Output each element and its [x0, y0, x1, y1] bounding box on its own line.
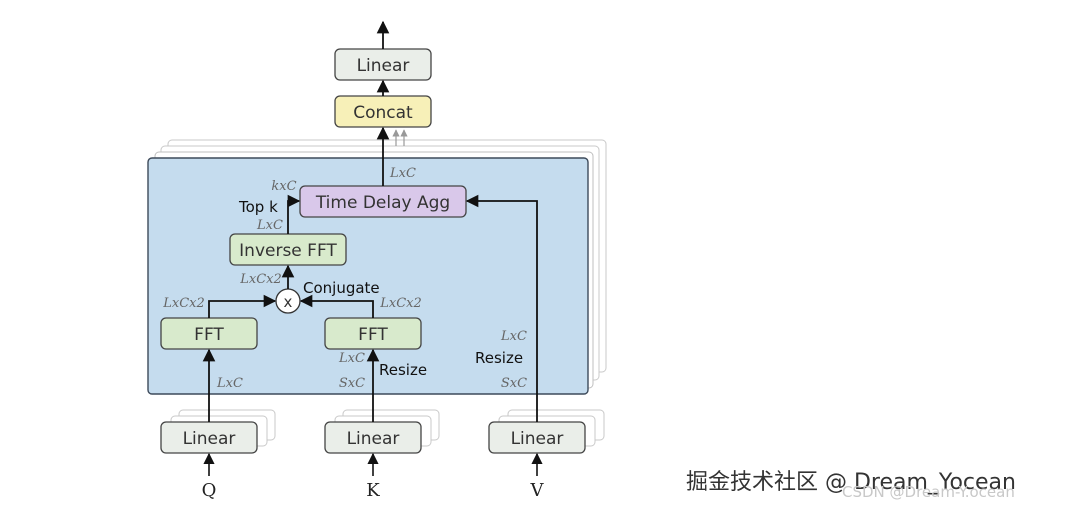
dim-ifft-out: LxC [256, 218, 283, 233]
arrow-fftq-to-mult [208, 294, 277, 318]
linear-k-label: Linear [347, 429, 400, 449]
dim-ifft-in: LxCx2 [239, 272, 282, 287]
inverse-fft-label: Inverse FFT [239, 241, 337, 261]
dim-v-top: LxC [500, 329, 527, 344]
dim-v-bottom: SxC [501, 376, 527, 391]
arrow-fftk-to-mult [299, 294, 374, 318]
dim-fft-k-in-bottom: SxC [339, 376, 365, 391]
input-q: Q [202, 480, 217, 501]
dim-fft-k-out: LxCx2 [379, 296, 422, 311]
autocorrelation-panel [147, 157, 589, 395]
dim-agg-out: LxC [389, 166, 416, 181]
watermark-secondary: CSDN @Dream-Y.ocean [842, 483, 1015, 501]
dim-fft-q-out: LxCx2 [162, 296, 205, 311]
dim-fft-k-in-top: LxC [338, 351, 365, 366]
top-k-label: Top k [238, 198, 278, 216]
linear-q-label: Linear [183, 429, 236, 449]
fft-k-label: FFT [358, 325, 388, 345]
resize-k-label: Resize [379, 361, 427, 379]
arrow-linearv-to-agg [465, 194, 538, 422]
linear-v-label: Linear [511, 429, 564, 449]
input-k: K [366, 480, 380, 501]
linear-output-label: Linear [357, 56, 410, 76]
time-delay-agg-label: Time Delay Agg [315, 193, 450, 213]
dim-agg-in: kxC [271, 179, 296, 194]
dim-fft-q-in: LxC [216, 376, 243, 391]
conjugate-label: Conjugate [303, 279, 380, 297]
arrow-ifft-to-agg [287, 194, 301, 234]
concat-label: Concat [353, 103, 413, 123]
watermark-primary: 掘金技术社区 @ Dream_Yocean [686, 470, 1016, 495]
multiply-symbol: x [284, 293, 293, 311]
fft-q-label: FFT [194, 325, 224, 345]
resize-v-label: Resize [475, 349, 523, 367]
input-v: V [530, 480, 545, 501]
